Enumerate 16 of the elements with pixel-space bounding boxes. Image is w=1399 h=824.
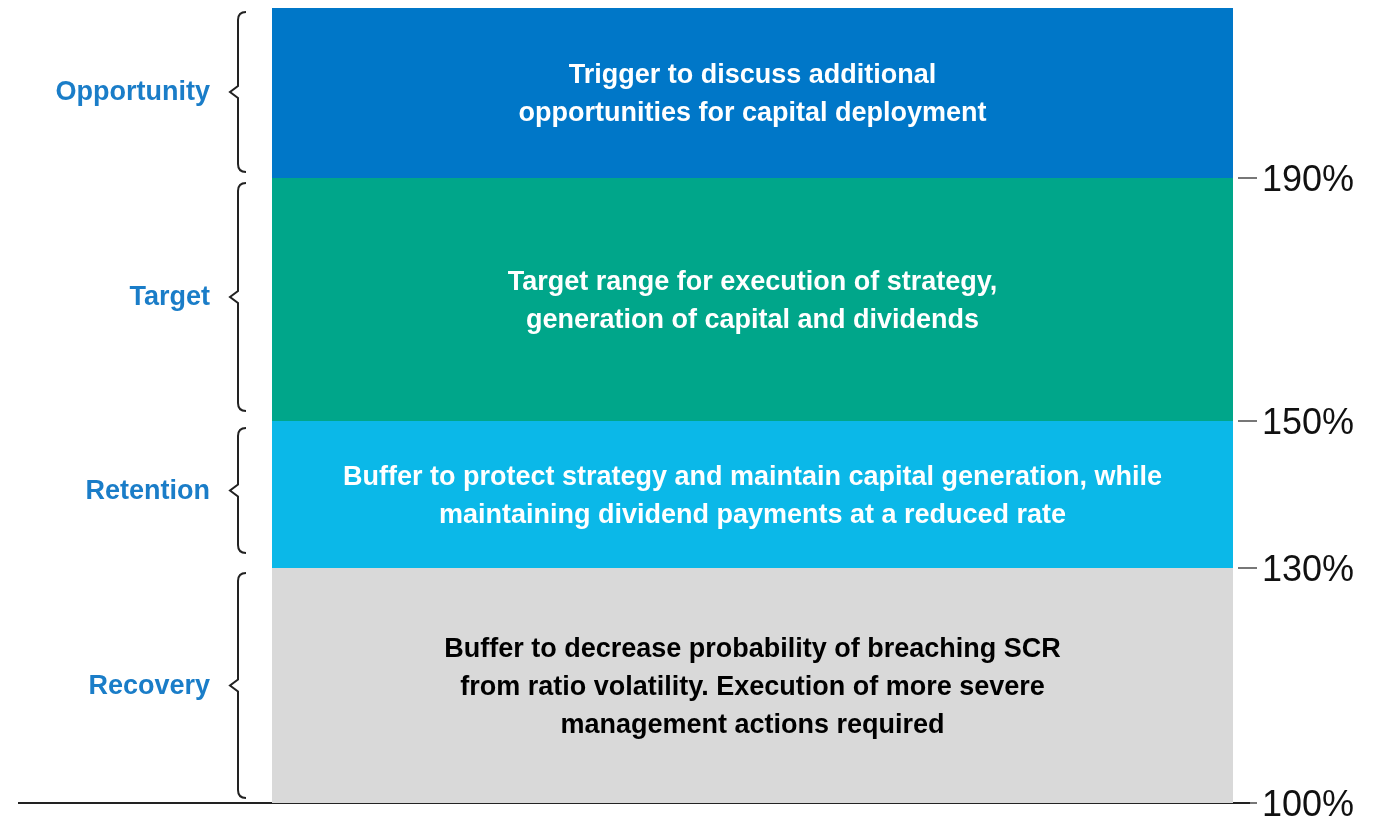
band-description: Buffer to protect strategy and maintain capital generation, while maintaining dividend payments at a reduced rate [341, 459, 1164, 531]
level-band [272, 178, 1233, 421]
threshold-label: 100% [1262, 783, 1355, 824]
threshold-label: 130% [1262, 548, 1355, 590]
level-band [272, 568, 1233, 803]
level-band [272, 8, 1233, 178]
level-band [272, 421, 1233, 568]
zone-label: Retention [85, 475, 210, 506]
band-description: Trigger to discuss additional opportunities for capital deployment [517, 58, 988, 129]
zone-label: Opportunity [55, 76, 210, 107]
threshold-label: 190% [1262, 158, 1355, 200]
zone-label: Recovery [88, 670, 210, 701]
band-description: Buffer to decrease probability of breaching SCR from ratio volatility. Execution of more severe management actions required [443, 631, 1062, 741]
zone-label: Target [129, 281, 210, 312]
threshold-label: 150% [1262, 401, 1355, 443]
band-description: Target range for execution of strategy, generation of capital and dividends [506, 264, 999, 336]
